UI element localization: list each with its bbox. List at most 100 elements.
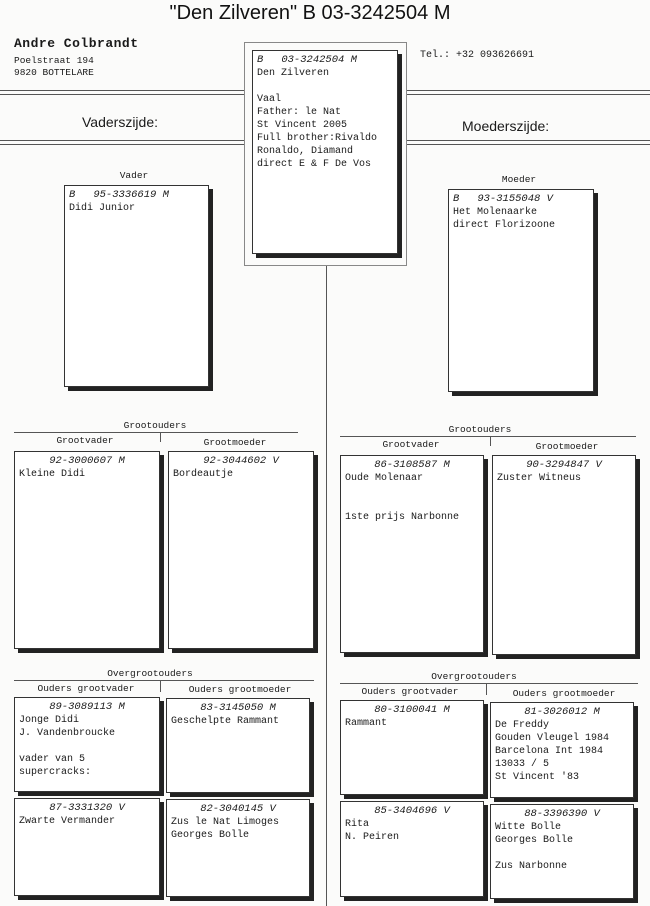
overgrootouders-left-label: Overgrootouders xyxy=(107,668,193,679)
great-grandmother-1-lines: Zwarte Vermander xyxy=(19,815,155,828)
father-ring: 95-3336619 M xyxy=(93,189,169,201)
card-text-line: Jonge Didi xyxy=(19,715,80,726)
vader-label: Vader xyxy=(119,170,149,181)
great-grandmother-1-ring: 87-3331320 V xyxy=(49,802,125,814)
card-text-line: Full brother:Rivaldo xyxy=(257,133,378,144)
grootouders-left-tick xyxy=(160,432,161,442)
grandfather-paternal-card: 92-3000607 M Kleine Didi xyxy=(14,451,160,649)
overgrootouders-right-rule xyxy=(340,683,638,684)
grandfather-maternal-ring: 86-3108587 M xyxy=(374,459,450,471)
card-text-line: Zuster Witneus xyxy=(497,473,582,484)
card-text-line: Gouden Vleugel 1984 xyxy=(495,733,610,744)
card-text-line: Vaal xyxy=(257,94,282,105)
great-grandfather-1-card: 89-3089113 M Jonge Didi J. Vandenbroucke v… xyxy=(14,697,160,792)
divider-right-top-2 xyxy=(406,94,650,95)
mother-country: B xyxy=(453,193,460,205)
card-text-line: Father: le Nat xyxy=(257,107,342,118)
card-text-line: Bordeautje xyxy=(173,469,234,480)
overgrootouders-left-rule xyxy=(14,680,314,681)
mother-ring: 93-3155048 V xyxy=(477,193,553,205)
owner-street: Poelstraat 194 xyxy=(14,55,94,66)
moederszijde-label: Moederszijde: xyxy=(462,118,550,134)
card-text-line: Barcelona Int 1984 xyxy=(495,746,604,757)
card-text-line: direct E & F De Vos xyxy=(257,159,372,170)
grandmother-maternal-ring: 90-3294847 V xyxy=(526,459,602,471)
card-text-line: Ronaldo, Diamand xyxy=(257,146,354,157)
card-text-line: vader van 5 xyxy=(19,754,86,765)
card-text-line: Oude Molenaar xyxy=(345,473,424,484)
card-text-line: direct Florizoone xyxy=(453,220,556,231)
great-grandmother-3-lines: Rita N. Peiren xyxy=(345,818,479,844)
grootmoeder-left-label: Grootmoeder xyxy=(203,437,267,448)
card-text-line: Rammant xyxy=(345,718,388,729)
grootvader-left-label: Grootvader xyxy=(56,435,114,446)
card-text-line xyxy=(19,740,155,753)
divider-left-mid xyxy=(0,140,244,141)
father-lines: Didi Junior xyxy=(69,202,204,215)
vaderszijde-label: Vaderszijde: xyxy=(82,114,159,130)
card-text-line xyxy=(257,80,393,93)
card-text-line: St Vincent '83 xyxy=(495,772,580,783)
great-grandmother-4-ring: 88-3396390 V xyxy=(524,808,600,820)
grandfather-maternal-lines: Oude Molenaar 1ste prijs Narbonne xyxy=(345,472,479,524)
card-text-line: supercracks: xyxy=(19,767,92,778)
card-text-line: J. Vandenbroucke xyxy=(19,728,116,739)
great-grandfather-2-lines: Geschelpte Rammant xyxy=(171,715,305,728)
card-text-line: Didi Junior xyxy=(69,203,136,214)
card-text-line: 13033 / 5 xyxy=(495,759,550,770)
card-text-line: Den Zilveren xyxy=(257,68,330,79)
card-text-line: Zwarte Vermander xyxy=(19,816,116,827)
card-text-line: Geschelpte Rammant xyxy=(171,716,280,727)
great-grandfather-2-ring: 83-3145050 M xyxy=(200,702,276,714)
grandmother-maternal-lines: Zuster Witneus xyxy=(497,472,631,485)
great-grandfather-2-card: 83-3145050 M Geschelpte Rammant xyxy=(166,698,310,793)
card-text-line: Georges Bolle xyxy=(171,830,250,841)
overgrootouders-left-tick xyxy=(160,680,161,692)
card-text-line xyxy=(345,498,479,511)
mother-card: B 93-3155048 V Het Molenaarke direct Flor… xyxy=(448,189,594,392)
ouders-grootmoeder-left-label: Ouders grootmoeder xyxy=(188,684,292,695)
card-text-line: Rita xyxy=(345,819,370,830)
grandmother-paternal-ring: 92-3044602 V xyxy=(203,455,279,467)
grootouders-right-tick xyxy=(490,436,491,446)
card-text-line: 1ste prijs Narbonne xyxy=(345,512,460,523)
ouders-grootvader-left-label: Ouders grootvader xyxy=(37,683,135,694)
grandmother-maternal-card: 90-3294847 V Zuster Witneus xyxy=(492,455,636,655)
great-grandfather-4-ring: 81-3026012 M xyxy=(524,706,600,718)
grootouders-right-label: Grootouders xyxy=(448,424,512,435)
owner-city: 9820 BOTTELARE xyxy=(14,67,94,78)
grandfather-maternal-card: 86-3108587 M Oude Molenaar 1ste prijs Nar… xyxy=(340,455,484,653)
card-text-line xyxy=(495,847,629,860)
grandmother-paternal-card: 92-3044602 V Bordeautje xyxy=(168,451,314,649)
grootvader-right-label: Grootvader xyxy=(382,439,440,450)
grandfather-paternal-lines: Kleine Didi xyxy=(19,468,155,481)
card-text-line: Zus Narbonne xyxy=(495,861,568,872)
card-text-line: De Freddy xyxy=(495,720,550,731)
moeder-label: Moeder xyxy=(501,174,537,185)
divider-right-top xyxy=(406,90,650,91)
divider-right-mid-2 xyxy=(406,144,650,145)
great-grandfather-3-ring: 80-3100041 M xyxy=(374,704,450,716)
great-grandfather-1-ring: 89-3089113 M xyxy=(49,701,125,713)
overgrootouders-right-tick xyxy=(486,683,487,695)
grootouders-left-label: Grootouders xyxy=(123,420,187,431)
mother-lines: Het Molenaarke direct Florizoone xyxy=(453,206,589,232)
great-grandfather-1-lines: Jonge Didi J. Vandenbroucke vader van 5 sup… xyxy=(19,714,155,779)
page-title: "Den Zilveren" B 03-3242504 M xyxy=(169,2,451,24)
divider-left-top-2 xyxy=(0,94,244,95)
overgrootouders-right-label: Overgrootouders xyxy=(431,671,517,682)
card-text-line: St Vincent 2005 xyxy=(257,120,348,131)
card-text-line: Het Molenaarke xyxy=(453,207,538,218)
great-grandmother-2-ring: 82-3040145 V xyxy=(200,803,276,815)
great-grandmother-1-card: 87-3331320 V Zwarte Vermander xyxy=(14,798,160,896)
subject-ring: 03-3242504 M xyxy=(281,54,357,66)
card-text-line: N. Peiren xyxy=(345,832,400,843)
grootouders-left-rule xyxy=(14,432,298,433)
grootmoeder-right-label: Grootmoeder xyxy=(535,441,599,452)
